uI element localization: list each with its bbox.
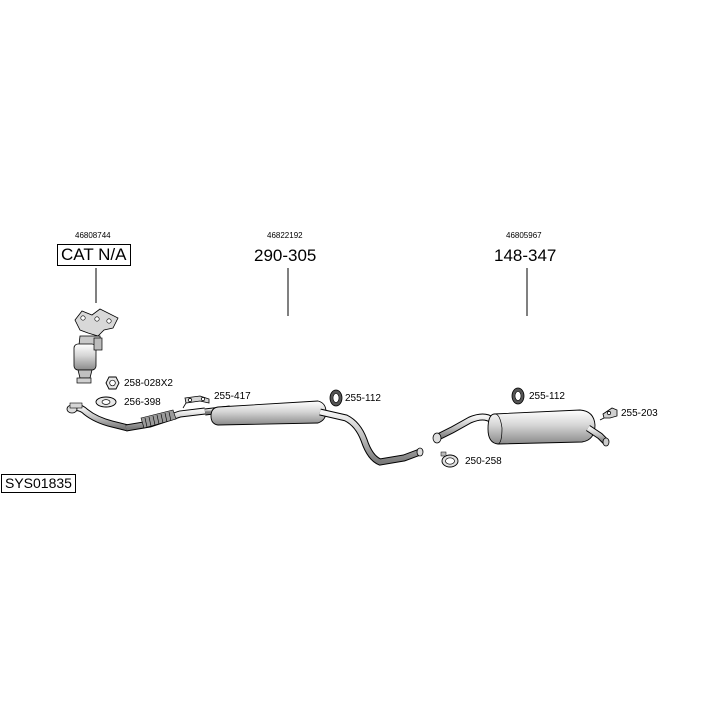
part-label-clamp-hex[interactable]: 258-028X2 — [124, 378, 173, 389]
part-label-rubber-mount-mid[interactable]: 255-112 — [345, 393, 381, 404]
rear-silencer — [432, 409, 610, 447]
oe-number-rear-silencer: 46805967 — [506, 231, 542, 240]
part-label-bracket-front[interactable]: 255-417 — [214, 391, 251, 402]
catalyst-manifold — [73, 308, 119, 384]
pipe-clamp-icon — [440, 451, 459, 468]
hex-nut-icon — [105, 376, 120, 390]
front-pipe — [66, 402, 206, 432]
reference-catalyst[interactable]: CAT N/A — [57, 244, 131, 266]
part-label-bracket-rear[interactable]: 255-203 — [621, 408, 658, 419]
oe-number-middle-pipe: 46822192 — [267, 231, 303, 240]
part-label-rubber-mount-rear[interactable]: 255-112 — [529, 391, 565, 402]
reference-middle-pipe[interactable]: 290-305 — [254, 246, 317, 265]
part-label-clamp-mid[interactable]: 250-258 — [465, 456, 502, 467]
middle-silencer — [204, 400, 424, 466]
gasket-icon — [95, 396, 117, 408]
rubber-mount-icon — [511, 387, 525, 405]
reference-rear-silencer[interactable]: 148-347 — [494, 246, 557, 265]
oe-number-catalyst: 46808744 — [75, 231, 111, 240]
bracket-icon — [182, 395, 210, 409]
bracket-icon — [599, 407, 618, 421]
system-code: SYS01835 — [1, 474, 76, 493]
part-label-gasket-front[interactable]: 256-398 — [124, 397, 161, 408]
rubber-mount-icon — [329, 389, 343, 407]
flex-pipe — [140, 409, 177, 429]
